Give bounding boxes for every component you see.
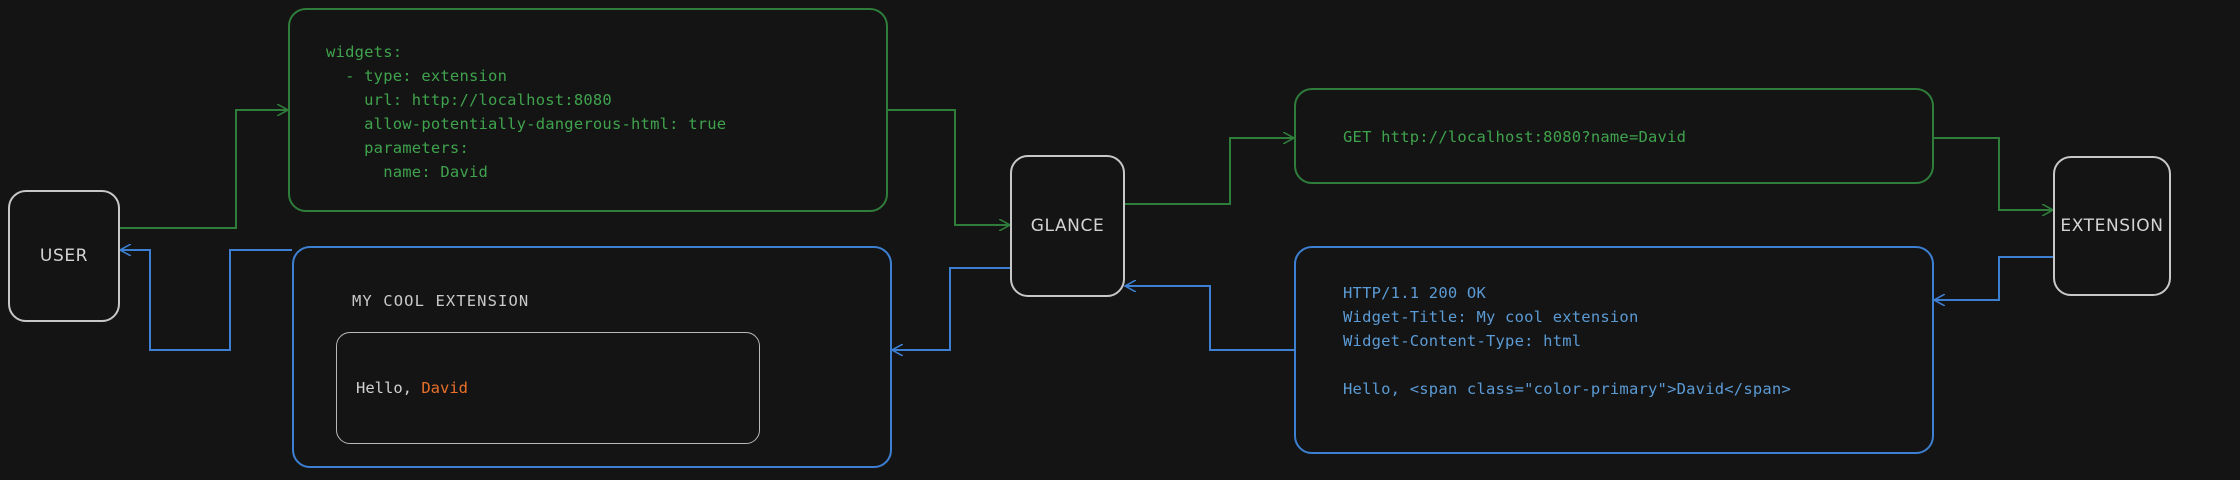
yaml-config-text: widgets: - type: extension url: http://l… bbox=[326, 43, 727, 181]
node-user: USER bbox=[8, 190, 120, 322]
node-user-label: USER bbox=[39, 246, 89, 266]
edge-user-to-config bbox=[120, 110, 288, 229]
edge-request-to-extension bbox=[1934, 137, 2053, 210]
node-extension: EXTENSION bbox=[2053, 156, 2171, 296]
rendered-widget-panel: MY COOL EXTENSION Hello, David bbox=[292, 246, 892, 468]
edge-response-to-glance bbox=[1125, 286, 1294, 351]
http-response-panel: HTTP/1.1 200 OK Widget-Title: My cool ex… bbox=[1294, 246, 1934, 454]
node-extension-label: EXTENSION bbox=[2060, 216, 2164, 236]
edge-extension-to-response bbox=[1934, 256, 2053, 300]
edge-glance-to-widget bbox=[892, 267, 1010, 350]
yaml-config-panel: widgets: - type: extension url: http://l… bbox=[288, 8, 888, 212]
http-request-text: GET http://localhost:8080?name=David bbox=[1343, 128, 1687, 146]
widget-greeting: Hello, bbox=[356, 379, 422, 397]
node-glance-label: GLANCE bbox=[1030, 216, 1105, 236]
edge-config-to-glance bbox=[888, 109, 1010, 225]
http-request-panel: GET http://localhost:8080?name=David bbox=[1294, 88, 1934, 184]
edge-widget-to-user bbox=[120, 250, 292, 351]
widget-card-text: Hello, David bbox=[356, 379, 468, 397]
widget-card: Hello, David bbox=[336, 332, 760, 444]
edge-glance-to-request bbox=[1125, 138, 1294, 205]
widget-name-accent: David bbox=[421, 379, 468, 397]
widget-title: MY COOL EXTENSION bbox=[352, 292, 530, 310]
http-response-text: HTTP/1.1 200 OK Widget-Title: My cool ex… bbox=[1343, 284, 1791, 398]
node-glance: GLANCE bbox=[1010, 155, 1125, 297]
